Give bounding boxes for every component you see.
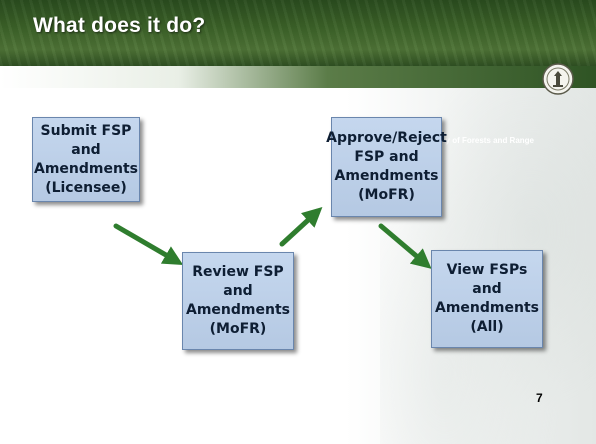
header-forest-texture	[0, 0, 596, 66]
box-view-label: View FSPs and Amendments (All)	[435, 262, 539, 335]
government-seal-icon	[542, 63, 574, 95]
box-view-fsps: View FSPs and Amendments (All)	[431, 250, 543, 348]
slide-title: What does it do?	[33, 14, 206, 37]
box-submit-label: Submit FSP and Amendments (Licensee)	[34, 122, 138, 196]
connector-approve-view	[378, 223, 432, 269]
connector-review-approve	[279, 206, 323, 247]
page-number: 7	[536, 391, 543, 405]
box-submit-fsp: Submit FSP and Amendments (Licensee)	[32, 117, 140, 202]
header-banner: What does it do?	[0, 0, 596, 66]
box-review-fsp: Review FSP and Amendments (MoFR)	[182, 252, 294, 350]
ministry-name: Ministry of Forests and Range	[419, 136, 534, 145]
box-approve-reject-fsp: Approve/Reject FSP and Amendments (MoFR)	[326, 117, 447, 217]
connector-submit-review	[113, 223, 184, 266]
box-approve-label: Approve/Reject FSP and Amendments (MoFR)	[326, 130, 447, 203]
box-review-label: Review FSP and Amendments (MoFR)	[186, 264, 290, 337]
ministry-band: Ministry of Forests and Range	[0, 66, 596, 145]
